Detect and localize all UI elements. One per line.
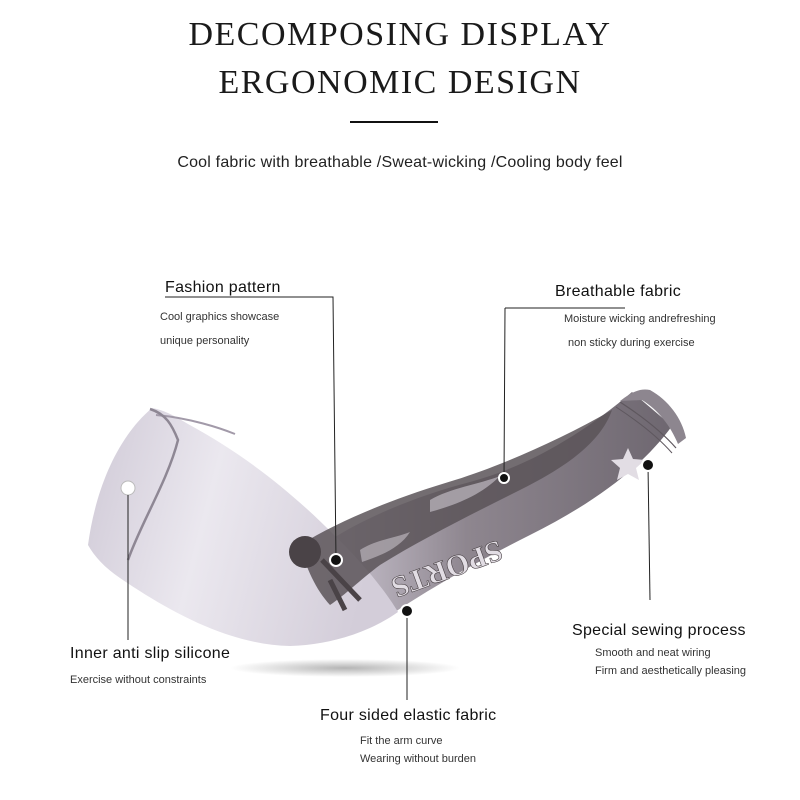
sleeve-print-graphic (300, 410, 612, 605)
helmet-graphic (289, 536, 321, 568)
callout-elastic-fabric-title: Four sided elastic fabric (320, 707, 497, 724)
callout-fashion-pattern-title: Fashion pattern (165, 279, 281, 296)
callout-breathable-fabric-line-2: non sticky during exercise (568, 337, 695, 349)
callout-elastic-fabric-line-2: Wearing without burden (360, 753, 476, 765)
callout-fashion-pattern-line-2: unique personality (160, 335, 250, 347)
callout-inner-silicone-line-1: Exercise without constraints (70, 674, 207, 686)
title-line-2: ERGONOMIC DESIGN (218, 64, 582, 101)
sleeve-forearm (330, 392, 672, 612)
callout-sewing-process-line-2: Firm and aesthetically pleasing (595, 665, 747, 677)
title-divider (350, 121, 438, 123)
sleeve-shadow (230, 659, 460, 677)
callout-sewing-process-title: Special sewing process (572, 622, 746, 639)
callout-breathable-fabric-title: Breathable fabric (555, 283, 682, 300)
thumb-hole-dot (120, 480, 136, 496)
callout-dots (329, 458, 655, 618)
callout-fashion-pattern-line-1: Cool graphics showcase (160, 311, 280, 323)
title-line-1: DECOMPOSING DISPLAY (188, 16, 612, 53)
callout-inner-silicone-title: Inner anti slip silicone (70, 645, 231, 662)
sleeve-cuff-wrist (620, 389, 686, 444)
callout-breathable-fabric-line-1: Moisture wicking andrefreshing (564, 313, 716, 325)
callout-lines (127, 296, 651, 700)
subtitle: Cool fabric with breathable /Sweat-wicki… (177, 154, 623, 171)
callout-sewing-process-line-1: Smooth and neat wiring (595, 647, 711, 659)
callout-elastic-fabric-line-1: Fit the arm curve (360, 735, 443, 747)
star-logo-graphic (611, 448, 645, 480)
